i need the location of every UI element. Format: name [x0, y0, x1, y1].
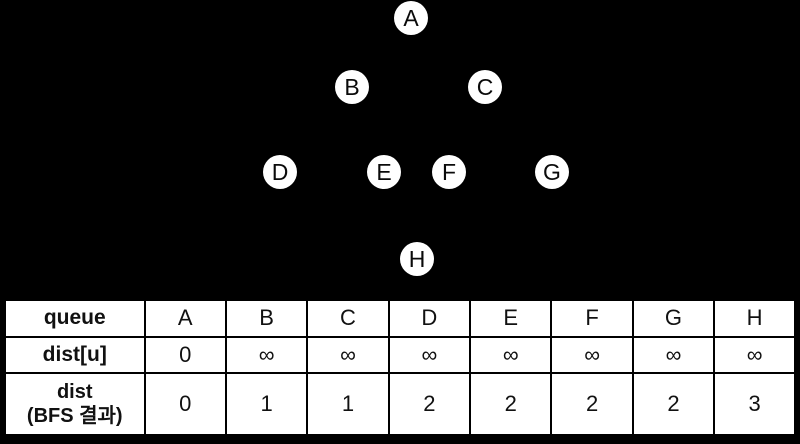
graph-node-c: C — [468, 70, 502, 104]
table-cell: 1 — [306, 371, 390, 437]
bfs-graph: A B C D E F G H — [263, 1, 569, 276]
graph-node-h: H — [400, 242, 434, 276]
graph-node-d: D — [263, 155, 297, 189]
graph-node-f: F — [432, 155, 466, 189]
table-cell: 3 — [713, 371, 797, 437]
table-cell: B — [224, 298, 309, 338]
table-row-queue: queue A B C D E F G H — [3, 298, 797, 338]
graph-node-e: E — [367, 155, 401, 189]
graph-node-e-label: E — [376, 158, 392, 185]
table-cell: ∞ — [224, 335, 309, 374]
table-cell: H — [713, 298, 797, 338]
graph-node-h-label: H — [408, 245, 426, 272]
table-cell: C — [306, 298, 390, 338]
table-cell: 0 — [143, 371, 227, 437]
row-header-dist-line1: dist — [56, 380, 93, 403]
table-cell: ∞ — [713, 335, 797, 374]
table-cell: 2 — [387, 371, 472, 437]
graph-node-a: A — [394, 1, 428, 35]
graph-node-f-label: F — [441, 158, 457, 185]
row-header-dist-bfs-result: dist (BFS 결과) — [3, 371, 146, 437]
table-cell: 2 — [468, 371, 553, 437]
table-cell: A — [143, 298, 227, 338]
table-cell: ∞ — [631, 335, 716, 374]
row-header-dist-line2: (BFS 결과) — [26, 404, 123, 427]
table-cell: E — [468, 298, 553, 338]
table-row-dist-u: dist[u] 0 ∞ ∞ ∞ ∞ ∞ ∞ ∞ — [3, 335, 797, 374]
table-row-dist-bfs-result: dist (BFS 결과) 0 1 1 2 2 2 2 3 — [3, 371, 797, 437]
table-cell: 1 — [224, 371, 309, 437]
table-cell: ∞ — [550, 335, 634, 374]
row-header-queue: queue — [3, 298, 146, 338]
table-cell: 2 — [631, 371, 716, 437]
table-cell: ∞ — [468, 335, 553, 374]
table-cell: D — [387, 298, 472, 338]
graph-node-d-label: D — [271, 158, 289, 185]
bfs-table: queue A B C D E F G H dist[u] 0 ∞ ∞ ∞ ∞ … — [3, 298, 797, 437]
row-header-dist-u: dist[u] — [3, 335, 146, 374]
graph-node-g-label: G — [543, 158, 561, 185]
table-cell: 2 — [550, 371, 634, 437]
graph-node-b: B — [335, 70, 369, 104]
graph-node-c-label: C — [476, 73, 494, 100]
graph-node-a-label: A — [403, 4, 419, 31]
table-cell: F — [550, 298, 634, 338]
table-cell: ∞ — [387, 335, 472, 374]
graph-node-b-label: B — [344, 73, 360, 100]
table-cell: ∞ — [306, 335, 390, 374]
graph-node-g: G — [535, 155, 569, 189]
table-cell: 0 — [143, 335, 227, 374]
table-cell: G — [631, 298, 716, 338]
